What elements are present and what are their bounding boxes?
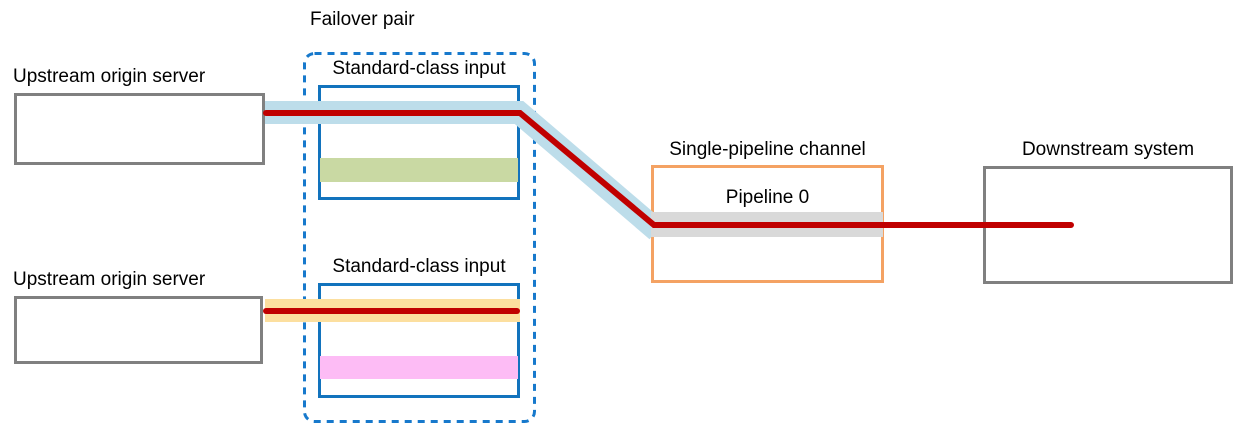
upstream-origin-server-bottom-label: Upstream origin server [13,269,206,290]
downstream-system-label: Downstream system [1021,139,1195,160]
standard-class-input-bottom-label: Standard-class input [332,256,506,277]
standard-class-input-bottom-box [318,283,520,398]
standard-class-input-top-label: Standard-class input [332,58,506,79]
upstream-origin-server-top-box [14,93,265,165]
upstream-origin-server-top-label: Upstream origin server [13,66,206,87]
downstream-system-box [983,166,1233,284]
standard-class-input-top-box [318,85,520,200]
single-pipeline-channel-label: Single-pipeline channel [669,139,866,160]
upstream-origin-server-bottom-box [14,296,263,364]
single-pipeline-channel-box [651,165,884,283]
failover-pair-label: Failover pair [310,9,415,30]
